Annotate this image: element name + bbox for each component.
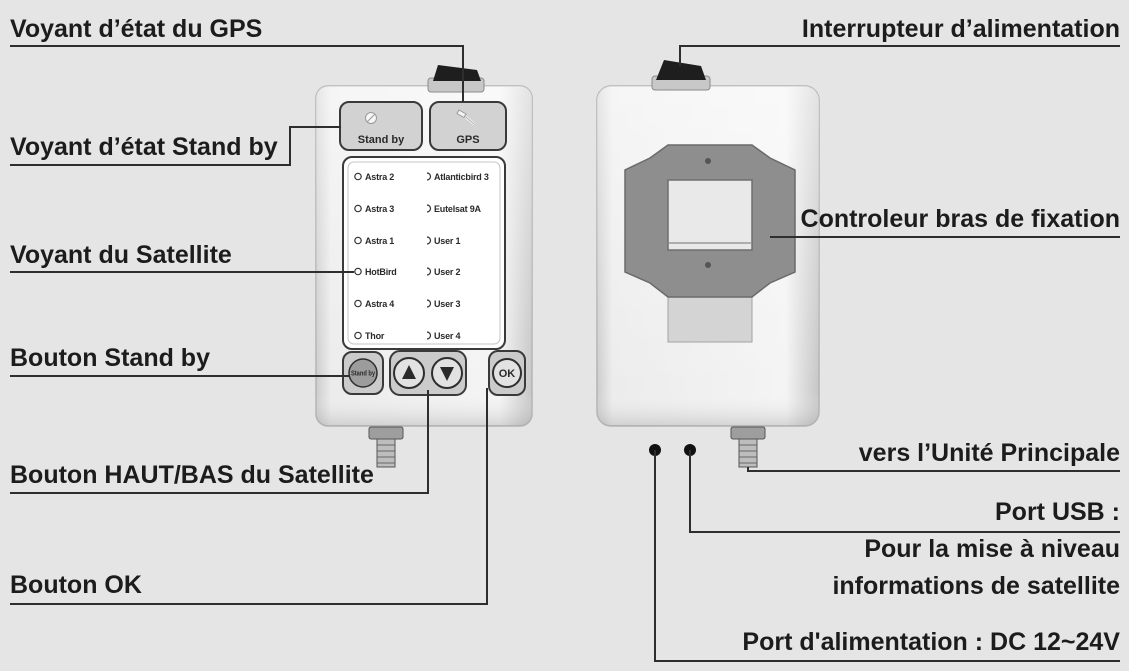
leader-line-main-unit (747, 467, 1120, 472)
leader-line-usb-port (689, 450, 1120, 533)
up-arrow-icon (402, 365, 416, 379)
led-indicator-icon (354, 331, 362, 340)
led-indicator-icon (426, 236, 432, 245)
satellite-name: User 4 (434, 331, 461, 341)
up-down-keys (389, 350, 467, 396)
satellite-name: HotBird (365, 267, 397, 277)
label-standby-button: Bouton Stand by (10, 344, 210, 372)
label-updown-button: Bouton HAUT/BAS du Satellite (10, 461, 374, 489)
satellite-row: Thor (354, 331, 385, 341)
connector-screw (730, 426, 766, 468)
label-power-port: Port d'alimentation : DC 12~24V (742, 628, 1120, 656)
leader-line-ok-key (10, 388, 488, 605)
ok-key-label: OK (499, 368, 516, 380)
led-indicator-icon (354, 267, 362, 276)
label-power-switch: Interrupteur d’alimentation (802, 15, 1120, 43)
satellite-row: Astra 2 (354, 172, 395, 182)
right-device-back (596, 60, 820, 468)
led-indicator-icon (426, 204, 432, 213)
leader-lines (10, 45, 1120, 662)
satellite-name: Astra 2 (365, 172, 394, 182)
satellite-row: User 3 (426, 299, 461, 309)
leader-line-standby-indicator (10, 126, 341, 166)
led-indicator-icon (354, 204, 362, 213)
down-arrow-icon (440, 367, 454, 381)
label-standby-status: Voyant d’état Stand by (10, 133, 278, 161)
satellite-name: User 2 (434, 267, 461, 277)
standby-indicator: Stand by (339, 101, 423, 151)
led-indicator-icon (426, 299, 432, 308)
label-ok-button: Bouton OK (10, 571, 142, 599)
gps-indicator-label: GPS (456, 134, 479, 146)
up-key (393, 357, 425, 389)
left-device-front: Stand by GPS Astra 2 Astra 3 (315, 65, 533, 468)
led-indicator-icon (426, 331, 432, 340)
labels-left: Voyant d’état du GPS Voyant d’état Stand… (10, 15, 374, 599)
label-main-unit: vers l’Unité Principale (859, 439, 1120, 467)
satellite-row: Astra 4 (354, 299, 395, 309)
satellite-name: User 1 (434, 236, 461, 246)
led-indicator-icon (354, 172, 362, 181)
ok-key: OK (488, 350, 526, 396)
led-indicator-icon (426, 267, 432, 276)
standby-indicator-icon (365, 112, 377, 124)
standby-key-label: Stand by (351, 371, 375, 378)
satellite-icon (456, 109, 475, 125)
satellite-row: HotBird (354, 267, 397, 277)
satellite-row: Atlanticbird 3 (426, 172, 489, 182)
leader-line-gps (10, 45, 464, 102)
label-gps-status: Voyant d’état du GPS (10, 15, 262, 43)
label-usb-desc-2: informations de satellite (832, 572, 1120, 600)
satellite-row: User 4 (426, 331, 461, 341)
satellite-list-panel: Astra 2 Astra 3 Astra 1 HotBird Astra 4 … (342, 156, 506, 350)
satellite-name: Astra 1 (365, 236, 394, 246)
down-key (431, 357, 463, 389)
bracket-slot (667, 289, 753, 343)
satellite-name: Thor (365, 331, 385, 341)
satellite-row: User 1 (426, 236, 461, 246)
satellite-name: Atlanticbird 3 (434, 172, 489, 182)
standby-key: Stand by (342, 351, 384, 395)
satellite-name: Astra 3 (365, 204, 394, 214)
satellite-name: Astra 4 (365, 299, 394, 309)
label-bracket-controller: Controleur bras de fixation (801, 205, 1120, 233)
power-switch (651, 60, 711, 91)
led-indicator-icon (426, 172, 432, 181)
satellite-row: Astra 1 (354, 236, 395, 246)
satellite-row: Astra 3 (354, 204, 395, 214)
power-switch (427, 65, 485, 93)
bracket-window (667, 179, 753, 251)
gps-indicator: GPS (429, 101, 507, 151)
satellite-row: User 2 (426, 267, 461, 277)
label-usb-desc-1: Pour la mise à niveau (864, 535, 1120, 563)
connector-screw (368, 426, 404, 468)
leader-line-power-port (654, 450, 1120, 662)
satellite-name: Eutelsat 9A (434, 204, 482, 214)
satellite-row: Eutelsat 9A (426, 204, 482, 214)
bracket-rivet (705, 262, 711, 268)
leader-line-power-switch (679, 45, 1120, 66)
led-indicator-icon (354, 236, 362, 245)
label-satellite-indicator: Voyant du Satellite (10, 241, 232, 269)
bracket-rivet (705, 158, 711, 164)
satellite-name: User 3 (434, 299, 461, 309)
mounting-bracket (624, 144, 796, 298)
leader-line-updown-keys (10, 390, 429, 494)
led-indicator-icon (354, 299, 362, 308)
labels-right: Interrupteur d’alimentation Controleur b… (742, 15, 1120, 656)
standby-indicator-label: Stand by (358, 134, 405, 146)
label-usb-port: Port USB : (995, 498, 1120, 526)
